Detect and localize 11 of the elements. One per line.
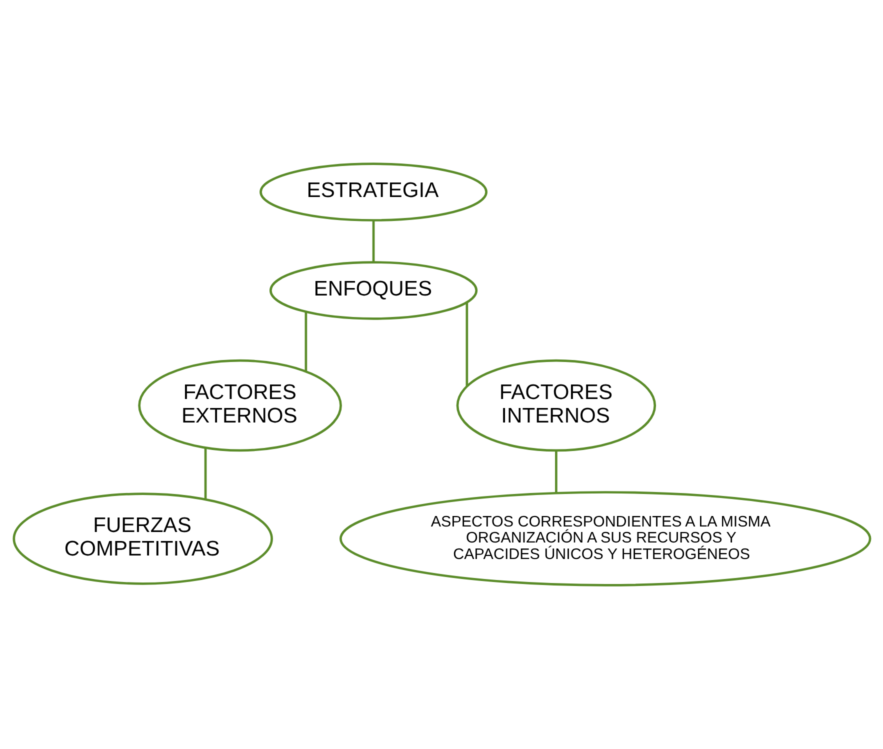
connector bbox=[372, 220, 374, 262]
node-ellipse: FACTORES EXTERNOS bbox=[138, 359, 342, 452]
connector bbox=[554, 450, 557, 493]
node-ellipse: ENFOQUES bbox=[268, 261, 478, 320]
node-ellipse: FACTORES INTERNOS bbox=[456, 359, 656, 452]
connector bbox=[204, 448, 206, 500]
connector bbox=[465, 302, 468, 386]
node-ellipse: ASPECTOS CORRESPONDIENTES A LA MISMA ORGANIZACIÓN A SUS RECURSOS Y CAPACIDES ÚNICOS Y HETEROGÉNEOS bbox=[339, 491, 871, 586]
node-ellipse: FUERZAS COMPETITIVAS bbox=[12, 492, 272, 585]
node-ellipse: ESTRATEGIA bbox=[259, 162, 487, 222]
connector bbox=[304, 312, 307, 372]
